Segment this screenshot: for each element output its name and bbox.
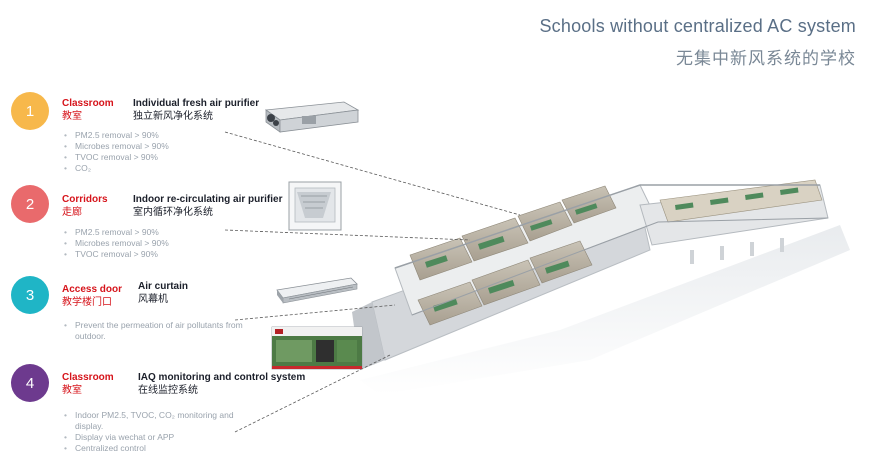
item-4-location-en: Classroom [62,372,114,383]
item-2-device: Indoor re-circulating air purifier 室内循环净… [133,193,282,219]
iaq-monitoring-screen-image [271,326,363,370]
item-4-number: 4 [25,374,35,392]
item-1-location: Classroom 教室 [62,97,114,123]
item-1-number: 1 [25,102,35,120]
item-3-bullets: Prevent the permeation of air pollutants… [62,320,252,342]
item-4-bullet: Centralized control [62,443,242,454]
item-1-bullet: Microbes removal > 90% [62,141,169,152]
air-curtain-image [276,277,358,304]
item-2-bullets: PM2.5 removal > 90% Microbes removal > 9… [62,227,169,260]
item-2-location-cn: 走廊 [62,207,82,218]
item-3-device-cn: 风幕机 [138,294,168,305]
item-3-bullet: Prevent the permeation of air pollutants… [62,320,252,342]
item-1-location-en: Classroom [62,98,114,109]
item-2-number: 2 [25,195,35,213]
item-2-bullet: TVOC removal > 90% [62,249,169,260]
item-3-device: Air curtain 风幕机 [138,280,188,306]
fresh-air-purifier-image [264,101,360,133]
item-4-device: IAQ monitoring and control system 在线监控系统 [138,371,305,397]
item-2-device-cn: 室内循环净化系统 [133,207,213,218]
page-title-en: Schools without centralized AC system [539,16,856,36]
item-1-bullet: PM2.5 removal > 90% [62,130,169,141]
item-1-bullets: PM2.5 removal > 90% Microbes removal > 9… [62,130,169,174]
item-1-device-cn: 独立新风净化系统 [133,111,213,122]
item-1-circle: 1 [11,92,49,130]
item-2-device-en: Indoor re-circulating air purifier [133,194,283,205]
item-3-number: 3 [25,286,35,304]
item-3-device-en: Air curtain [138,281,189,292]
item-1-device: Individual fresh air purifier 独立新风净化系统 [133,97,259,123]
item-4-device-cn: 在线监控系统 [138,385,198,396]
item-3-location: Access door 教学楼门口 [62,283,122,309]
item-3-circle: 3 [11,276,49,314]
item-4-location-cn: 教室 [62,385,82,396]
recirculating-air-purifier-image [288,181,342,231]
item-4-bullet: Display via wechat or APP [62,432,242,443]
item-3-location-en: Access door [62,284,123,295]
item-3-location-cn: 教学楼门口 [62,297,112,308]
item-4-device-en: IAQ monitoring and control system [138,372,306,383]
item-2-location-en: Corridors [62,194,108,205]
item-4-location: Classroom 教室 [62,371,114,397]
item-2-bullet: Microbes removal > 90% [62,238,169,249]
item-4-bullet: Indoor PM2.5, TVOC, CO₂ monitoring and d… [62,410,242,432]
item-1-bullet: CO₂ [62,163,169,174]
item-2-bullet: PM2.5 removal > 90% [62,227,169,238]
item-4-circle: 4 [11,364,49,402]
item-1-bullet: TVOC removal > 90% [62,152,169,163]
page-title-cn: 无集中新风系统的学校 [676,49,856,69]
item-1-location-cn: 教室 [62,111,82,122]
item-2-location: Corridors 走廊 [62,193,108,219]
item-4-bullets: Indoor PM2.5, TVOC, CO₂ monitoring and d… [62,410,242,454]
item-2-circle: 2 [11,185,49,223]
item-1-device-en: Individual fresh air purifier [133,98,260,109]
